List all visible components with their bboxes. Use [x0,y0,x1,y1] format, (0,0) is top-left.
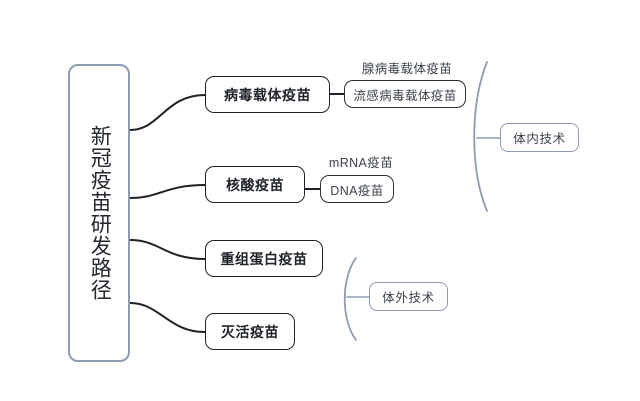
brace-in-vitro [343,257,357,341]
leaf-node-mrna[interactable]: mRNA疫苗 [325,152,397,171]
leaf-node-influenza-vector[interactable]: 流感病毒载体疫苗 [344,80,466,108]
leaf-label-adenovirus: 腺病毒载体疫苗 [361,62,453,76]
group-label-text-in-vitro: 体外技术 [382,291,435,305]
branch-node-recombinant-protein[interactable]: 重组蛋白疫苗 [205,240,323,277]
connector-root-to-recombinant-protein [129,239,206,260]
leaf-label-influenza-vector: 流感病毒载体疫苗 [353,88,457,103]
leaf-label-mrna: mRNA疫苗 [328,156,394,170]
leaf-node-adenovirus[interactable]: 腺病毒载体疫苗 [352,58,462,77]
group-label-in-vitro[interactable]: 体外技术 [369,282,448,311]
branch-node-viral-vector[interactable]: 病毒载体疫苗 [205,76,330,113]
leaf-label-dna: DNA疫苗 [330,183,384,198]
root-node-label: 新冠疫苗研发路径 [88,125,112,301]
leaf-node-dna[interactable]: DNA疫苗 [320,175,394,203]
branch-node-inactivated[interactable]: 灭活疫苗 [205,313,295,350]
group-label-text-in-vivo: 体内技术 [513,132,566,146]
connector-root-to-inactivated [129,302,206,333]
connector-root-to-viral-vector [129,94,206,131]
branch-label-inactivated: 灭活疫苗 [221,323,279,340]
connector-root-to-nucleic-acid [129,184,206,199]
brace-in-vivo [473,61,488,212]
root-node[interactable]: 新冠疫苗研发路径 [68,64,130,362]
branch-node-nucleic-acid[interactable]: 核酸疫苗 [205,166,305,203]
branch-label-nucleic-acid: 核酸疫苗 [226,176,284,193]
branch-label-viral-vector: 病毒载体疫苗 [224,86,311,103]
group-label-in-vivo[interactable]: 体内技术 [500,123,579,152]
branch-label-recombinant-protein: 重组蛋白疫苗 [220,250,308,267]
